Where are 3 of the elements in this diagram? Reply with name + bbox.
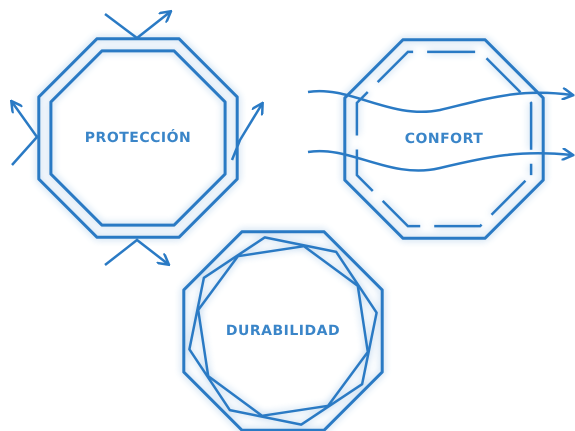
shape-label: PROTECCIÓN xyxy=(84,130,192,146)
shape-label: DURABILIDAD xyxy=(226,323,340,339)
shape-label: CONFORT xyxy=(404,131,484,147)
